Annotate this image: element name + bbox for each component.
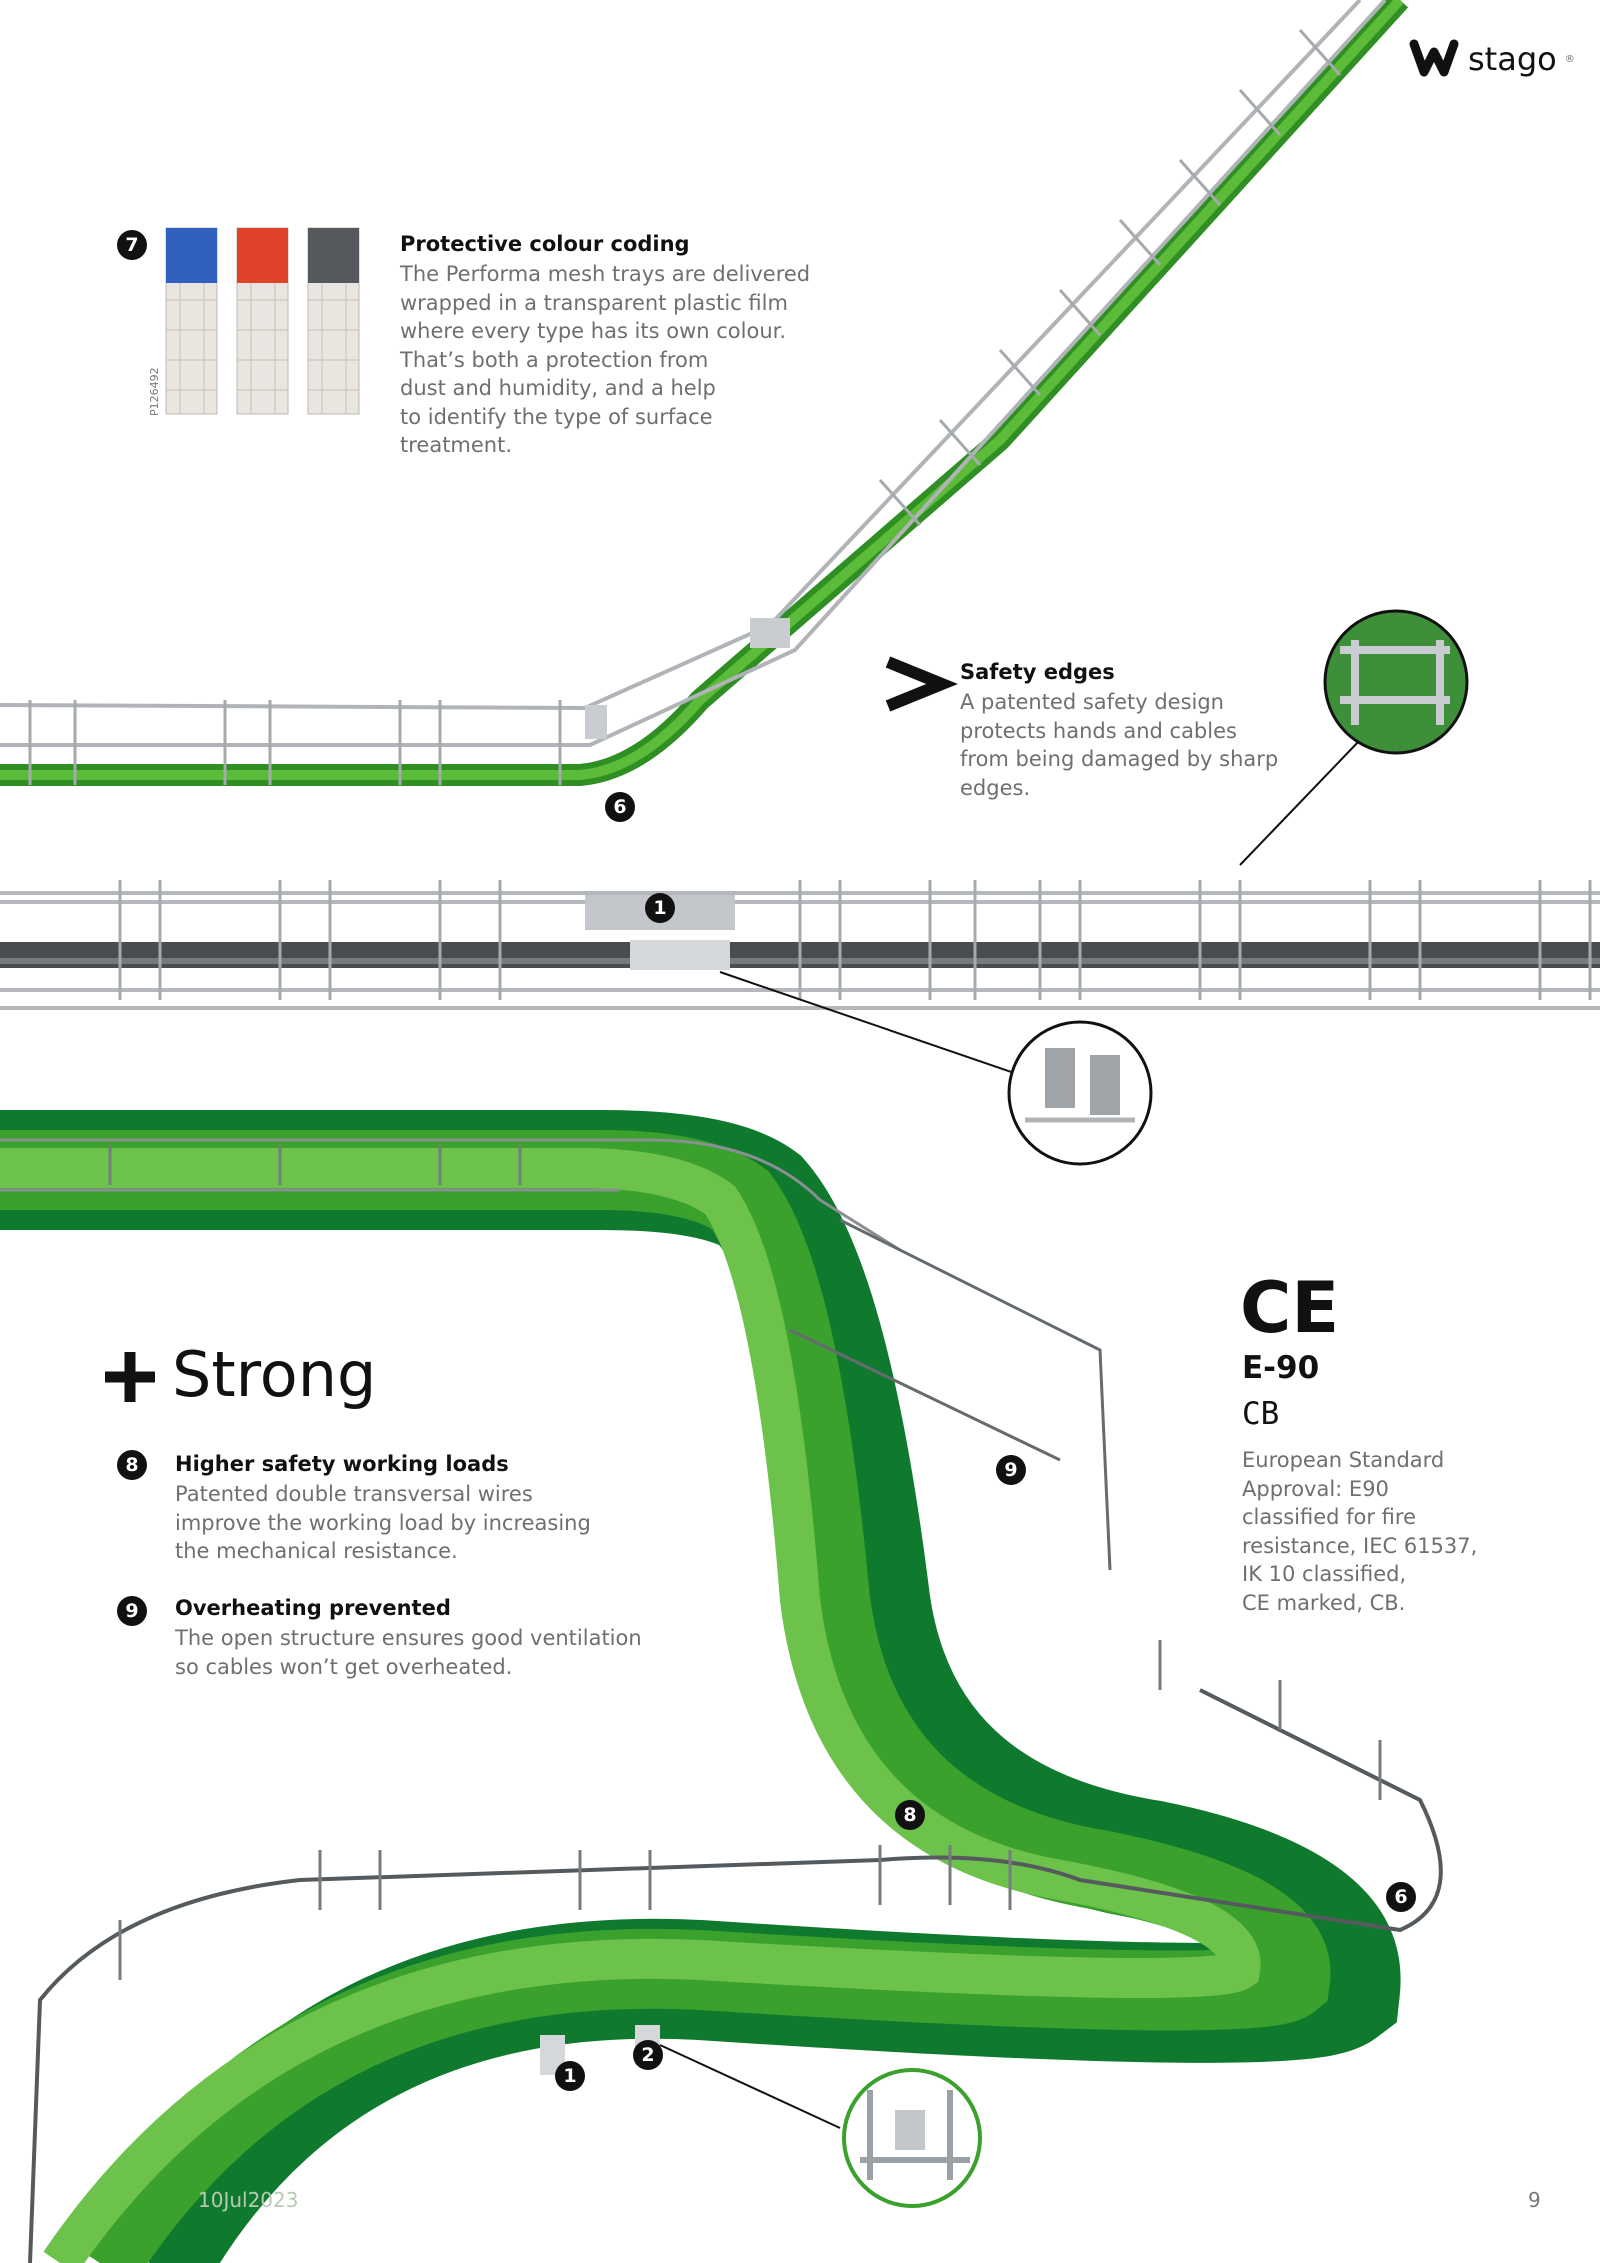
stago-logo-icon [1409, 39, 1459, 77]
top-diagonal-tray [0, 0, 1409, 786]
feature-working-loads-title: Higher safety working loads [175, 1452, 509, 1476]
callout-detail-8: 8 [895, 1800, 925, 1830]
colour-coding-line-1: The Performa mesh trays are delivered [400, 262, 811, 286]
colour-coding-line-4: That’s both a protection from [400, 347, 709, 372]
brand-registered: ® [1564, 53, 1575, 65]
colour-coding-line-2: wrapped in a transparent plastic film [400, 290, 788, 315]
rating-e90: E-90 [1242, 1350, 1320, 1386]
standards-line-2: Approval: E90 [1242, 1476, 1389, 1501]
safety-edge-detail [1323, 609, 1469, 755]
safety-edges-line-1: A patented safety design [960, 690, 1224, 714]
feature-overheating: Overheating prevented The open structure… [175, 1596, 675, 1681]
product-code: P126492 [148, 367, 161, 416]
colour-swatches [165, 227, 360, 415]
callout-number-7: 7 [117, 230, 147, 260]
safety-edges-title: Safety edges [960, 660, 1115, 684]
footer-date: 10Jul2023 [198, 2188, 299, 2212]
safety-edges-line-4: edges. [960, 775, 1031, 800]
colour-coding-title: Protective colour coding [400, 232, 690, 256]
standards-line-6: CE marked, CB. [1242, 1590, 1406, 1615]
feature-overheating-line-2: so cables won’t get overheated. [175, 1654, 513, 1679]
s-curve-cables [0, 1110, 1443, 2263]
callout-straight-joint: 1 [645, 893, 675, 923]
standards-line-1: European Standard [1242, 1448, 1445, 1472]
colour-coding-line-5: dust and humidity, and a help [400, 376, 716, 400]
page-number: 9 [1528, 2188, 1541, 2212]
standards-line-5: IK 10 classified, [1242, 1562, 1407, 1586]
safety-edges-line-3: from being damaged by sharp [960, 747, 1279, 771]
straight-grey-tray [0, 739, 1600, 1076]
callout-number-8: 8 [117, 1450, 147, 1480]
brand-name: stago [1468, 40, 1557, 78]
colour-coding-line-3: where every type has its own colour. [400, 319, 787, 343]
colour-coding-block: Protective colour coding The Performa me… [400, 232, 840, 460]
feature-working-loads-line-2: improve the working load by increasing [175, 1510, 591, 1535]
strong-title: Strong [172, 1338, 377, 1411]
callout-top-bend: 6 [605, 792, 635, 822]
feature-working-loads-line-1: Patented double transversal wires [175, 1482, 533, 1506]
brand-logo: stago ® [1412, 40, 1575, 78]
callout-detail-9: 9 [996, 1455, 1026, 1485]
joint-detail [1007, 1020, 1153, 1166]
bracket-detail [842, 2068, 982, 2208]
safety-edges-line-2: protects hands and cables [960, 718, 1237, 743]
callout-right-bend: 6 [1386, 1882, 1416, 1912]
safety-edges-block: Safety edges A patented safety design pr… [960, 660, 1300, 802]
colour-coding-line-6: to identify the type of surface [400, 404, 713, 429]
standards-block: E-90 CB European Standard Approval: E90 … [1242, 1350, 1482, 1617]
rating-cb: CB [1242, 1396, 1280, 1432]
standards-line-4: resistance, IEC 61537, [1242, 1533, 1478, 1558]
feature-overheating-title: Overheating prevented [175, 1596, 451, 1620]
plus-icon [105, 1352, 155, 1402]
safety-edges-arrow-icon [885, 656, 958, 712]
colour-coding-line-7: treatment. [400, 433, 513, 457]
ce-mark-icon: CE [1240, 1267, 1339, 1349]
callout-number-9: 9 [117, 1596, 147, 1626]
feature-working-loads-line-3: the mechanical resistance. [175, 1539, 458, 1563]
standards-line-3: classified for fire [1242, 1505, 1416, 1529]
feature-overheating-line-1: The open structure ensures good ventilat… [175, 1626, 642, 1650]
callout-joint-1: 1 [555, 2061, 585, 2091]
callout-joint-2: 2 [633, 2040, 663, 2070]
feature-working-loads: Higher safety working loads Patented dou… [175, 1452, 655, 1566]
